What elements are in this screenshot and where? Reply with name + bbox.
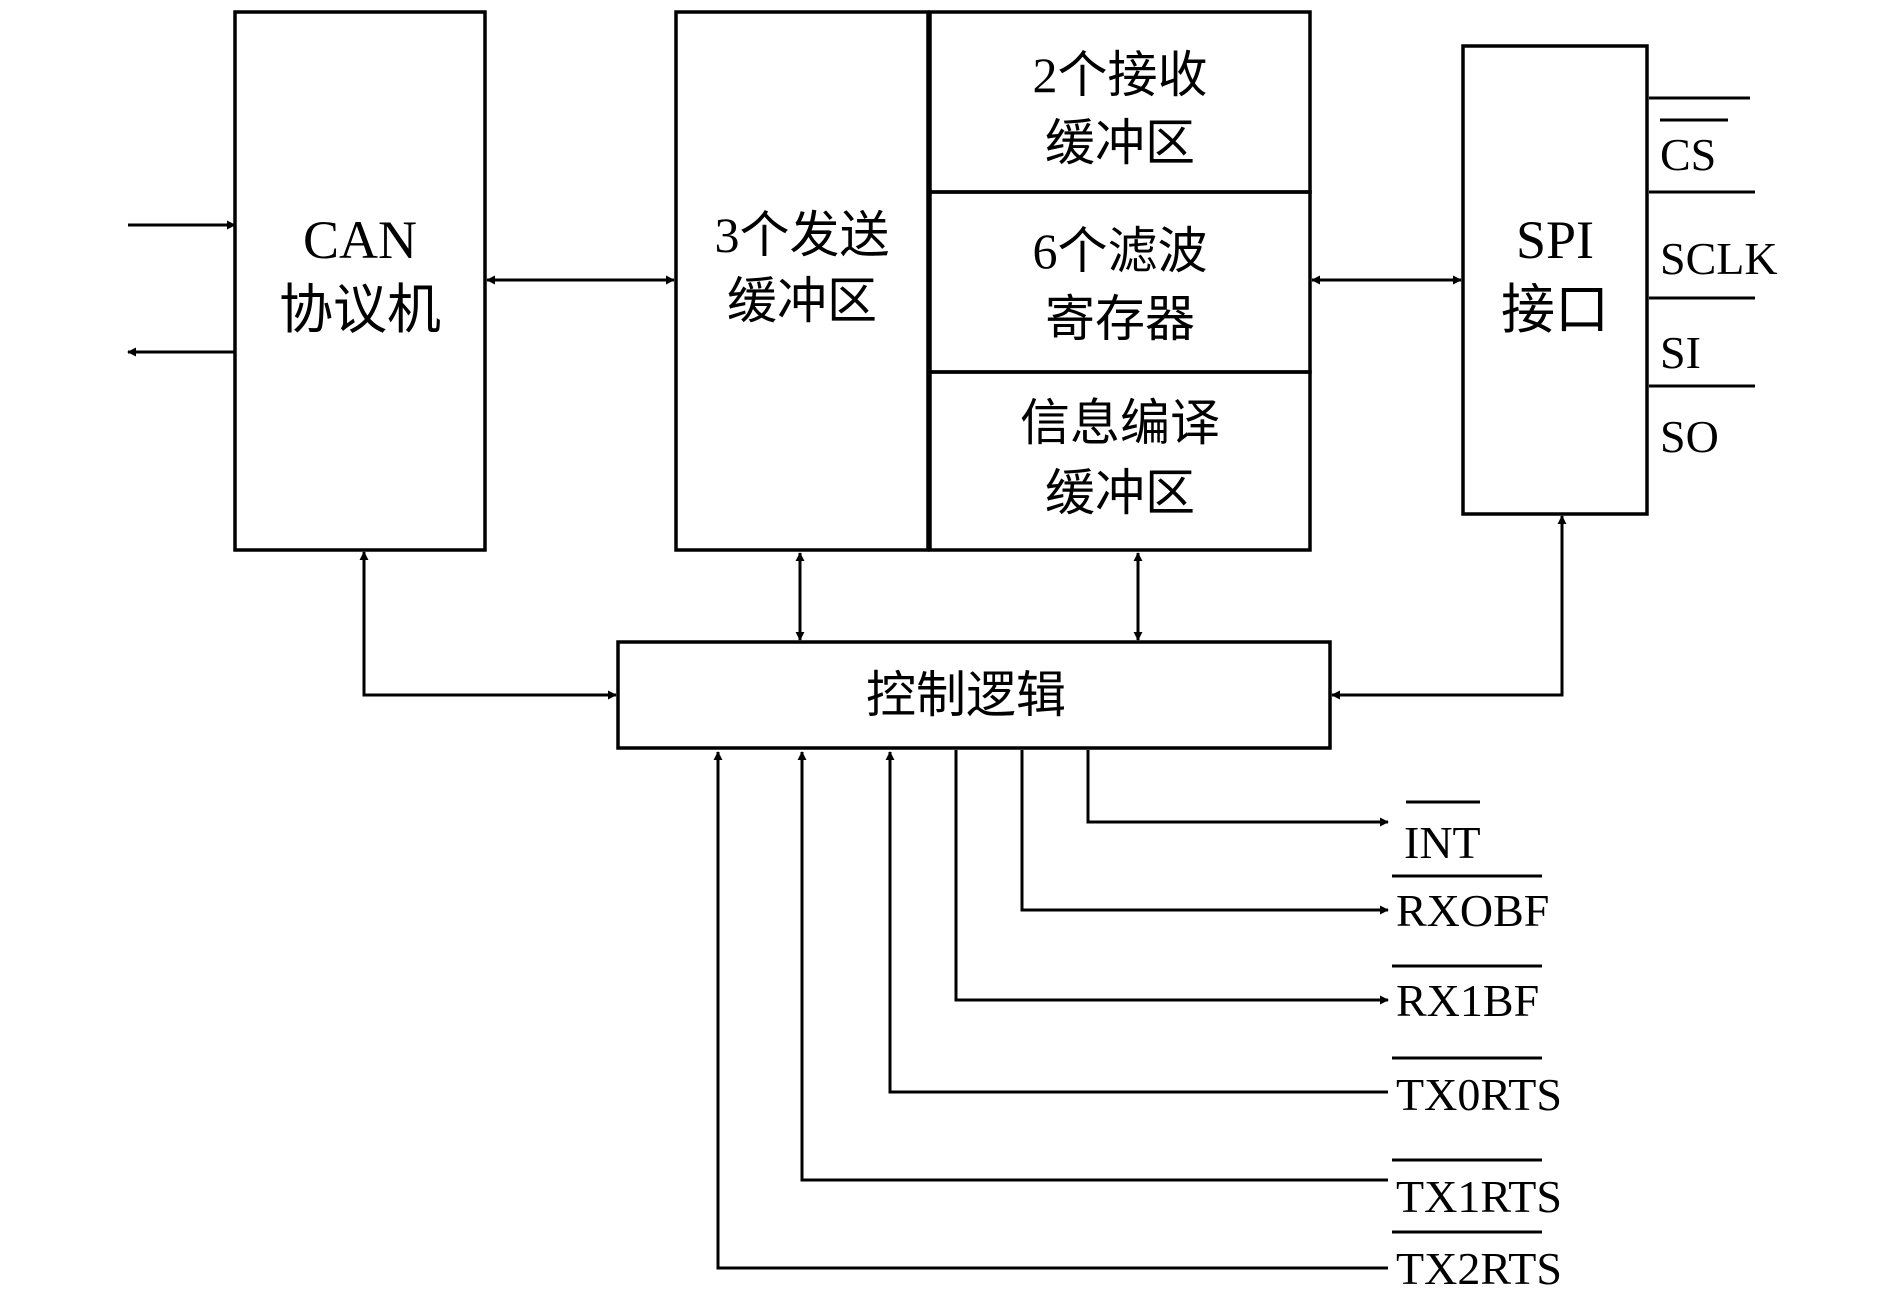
message-buffer-label-2: 缓冲区 [1045,465,1195,521]
message-buffer-block: 信息编译 缓冲区 [928,370,1312,552]
tx2rts-input-wire [713,751,1388,1270]
tx1rts-input-wire [797,751,1388,1182]
si-pin-label: SI [1660,327,1701,378]
cs-pin-label: CS [1660,129,1716,180]
rx-buffers-block: 2个接收 缓冲区 [928,10,1312,194]
filter-registers-label-1: 6个滤波 [1033,223,1208,279]
tx0rts-input-wire [885,751,1388,1094]
int-output-wire [1086,750,1389,827]
rx0bf-pin-label: RXOBF [1396,885,1549,936]
sclk-pin-label: SCLK [1660,233,1778,284]
filter-registers-label-2: 寄存器 [1045,291,1195,347]
can-protocol-label-1: CAN [303,210,417,270]
spi-to-control-arrow [1331,515,1567,700]
tx-buffers-label-1: 3个发送 [715,207,890,263]
tx0rts-pin-label: TX0RTS [1396,1069,1562,1120]
message-buffer-label-1: 信息编译 [1020,395,1220,451]
spi-label-2: 接口 [1501,280,1609,340]
rx-buffers-label-1: 2个接收 [1033,47,1208,103]
can-protocol-label-2: 协议机 [279,280,441,340]
spi-interface-block: SPI 接口 [1461,44,1649,516]
control-logic-label: 控制逻辑 [866,667,1066,723]
rx1bf-output-wire [954,750,1389,1005]
rx-buffers-label-2: 缓冲区 [1045,115,1195,171]
rx1bf-pin-label: RX1BF [1396,975,1539,1026]
tx-buffers-block: 3个发送 缓冲区 [674,10,930,552]
tx2rts-pin-label: TX2RTS [1396,1243,1562,1294]
can-protocol-engine-block: CAN 协议机 [233,10,487,552]
rx0bf-output-wire [1020,750,1389,915]
int-pin-label: INT [1404,817,1481,868]
so-pin-label: SO [1660,411,1719,462]
control-logic-block: 控制逻辑 [616,640,1332,750]
spi-label-1: SPI [1516,210,1594,270]
tx1rts-pin-label: TX1RTS [1396,1171,1562,1222]
can-to-control-arrow [359,551,617,700]
tx-buffers-label-2: 缓冲区 [727,273,877,329]
filter-registers-block: 6个滤波 寄存器 [928,190,1312,374]
